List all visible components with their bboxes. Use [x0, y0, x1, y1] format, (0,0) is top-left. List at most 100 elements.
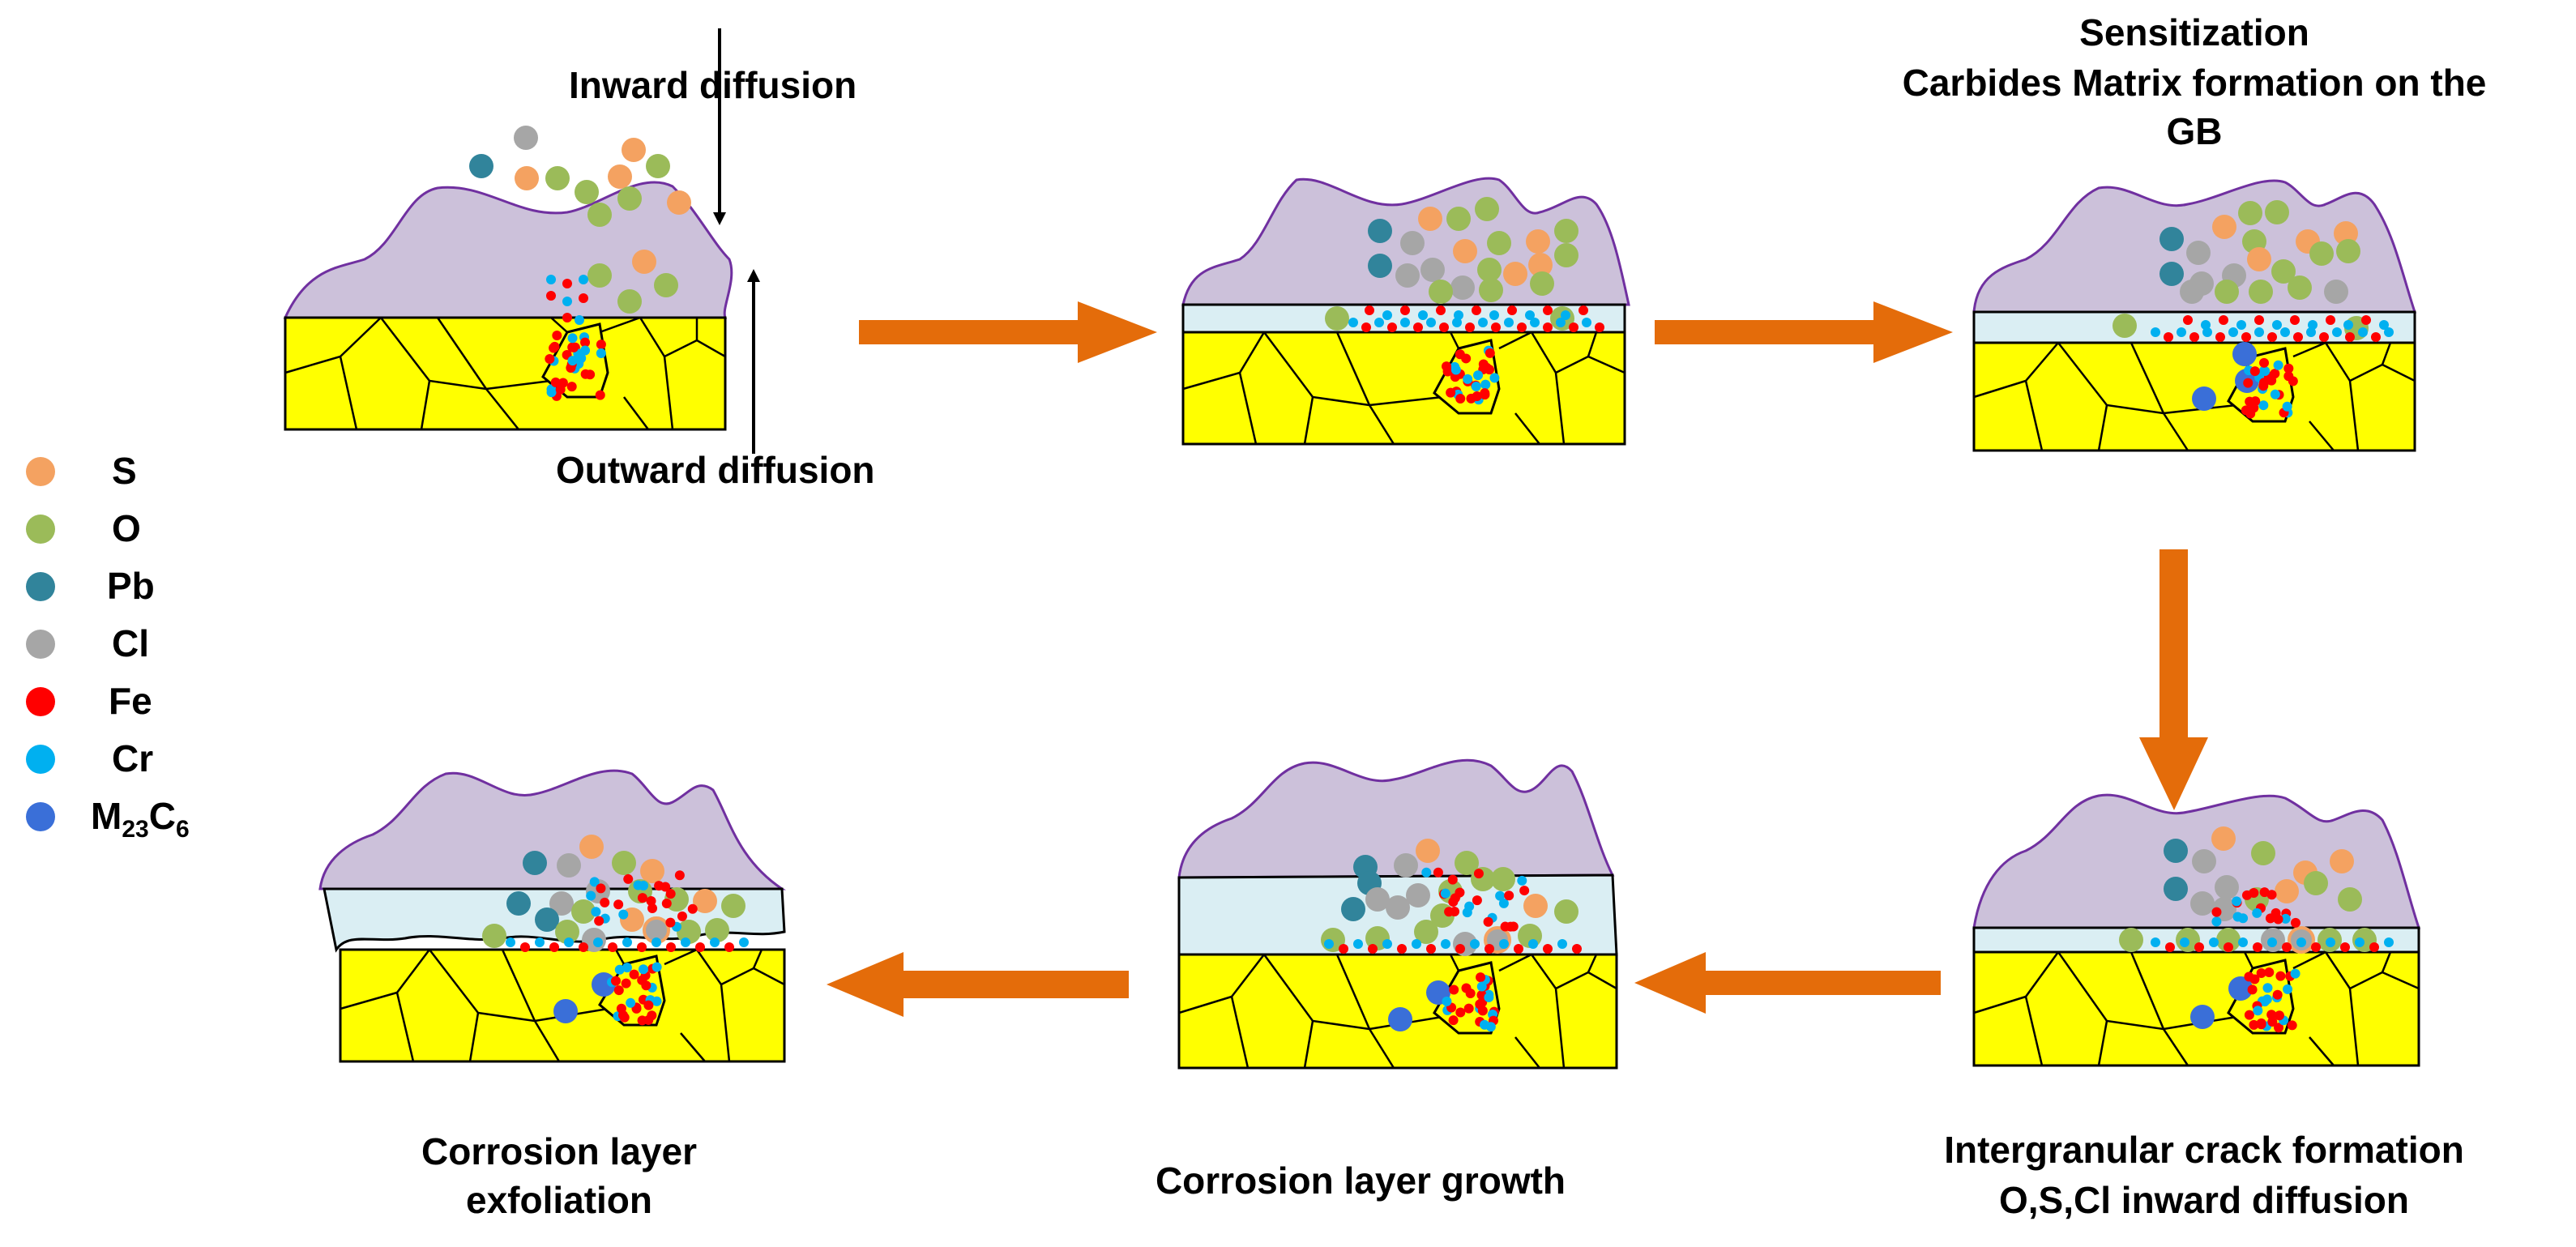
o-particle [617, 186, 642, 211]
fe-particle [1436, 305, 1446, 315]
cl-particle [2186, 241, 2211, 265]
cl-particle [2215, 875, 2239, 899]
cr-particle [2273, 360, 2283, 370]
cr-particle [2267, 937, 2277, 947]
fe-particle [2282, 942, 2292, 952]
legend-fe-label: Fe [109, 680, 152, 722]
o-particle [2336, 239, 2360, 263]
legend-m23c6-m: M [91, 795, 122, 837]
cr-particle [2258, 400, 2269, 411]
cl-particle [1450, 275, 1475, 300]
label-exfoliation-line1: Corrosion layer [421, 1130, 697, 1172]
legend-fe-swatch [26, 687, 55, 716]
fe-particle [1572, 944, 1582, 954]
legend-item-pb: Pb [26, 565, 155, 607]
fe-particle [1426, 944, 1436, 954]
fe-particle [2264, 967, 2275, 978]
fe-particle [1446, 387, 1456, 398]
o-particle [571, 899, 596, 924]
fe-particle [2165, 942, 2175, 952]
fe-particle [579, 942, 588, 952]
fe-particle [1483, 916, 1493, 927]
cr-particle [2379, 320, 2389, 330]
cr-particle [2238, 913, 2249, 924]
fe-particle [1397, 944, 1407, 954]
cl-particle [514, 126, 538, 150]
m23c6-particle [2190, 1005, 2215, 1029]
o-particle [1325, 306, 1349, 331]
fe-particle [2271, 907, 2281, 918]
fe-particle [1461, 353, 1472, 364]
fe-particle [549, 942, 559, 952]
fe-particle [579, 293, 588, 303]
fe-particle [665, 889, 676, 899]
cl-particle [2180, 280, 2204, 304]
label-inward-diffusion: Inward diffusion [569, 64, 857, 106]
cr-particle [2282, 401, 2292, 412]
cl-particle [1406, 883, 1430, 907]
fe-particle [1569, 322, 1578, 332]
pb-particle [2159, 262, 2184, 286]
fe-particle [566, 382, 577, 392]
fe-particle [1413, 322, 1423, 332]
fe-particle [1463, 1003, 1474, 1014]
cl-particle [1395, 263, 1420, 288]
cr-particle [2262, 983, 2273, 993]
cr-particle [2201, 320, 2211, 330]
s-particle [2334, 221, 2358, 246]
fe-particle [545, 353, 555, 364]
cr-particle [1489, 310, 1499, 320]
fe-particle [1478, 359, 1489, 369]
fe-particle [2183, 315, 2193, 325]
cr-particle [1353, 939, 1363, 949]
m23c6-particle [2228, 976, 2253, 1001]
legend-pb-swatch [26, 572, 55, 601]
fe-particle [1472, 895, 1482, 906]
label-exfoliation: Corrosion layer exfoliation [421, 1130, 697, 1221]
fe-particle [596, 340, 606, 350]
fe-particle [2266, 375, 2277, 386]
pb-particle [1368, 254, 1392, 278]
label-exfoliation-line2: exfoliation [466, 1179, 652, 1221]
pb-particle [506, 891, 531, 916]
legend-m23c6-sub2: 6 [176, 816, 190, 843]
fe-particle [637, 893, 647, 903]
o-particle [654, 273, 678, 297]
fe-particle [1361, 322, 1371, 332]
cr-particle [2355, 937, 2365, 947]
fe-particle [1504, 890, 1514, 901]
fe-particle [568, 342, 579, 352]
cr-particle [1485, 1022, 1496, 1032]
cr-particle [1473, 370, 1484, 381]
fe-particle [2219, 315, 2228, 325]
cr-particle [562, 297, 572, 306]
cr-particle [2270, 389, 2280, 399]
fe-particle [608, 942, 617, 952]
fe-particle [2254, 315, 2264, 325]
cr-particle [2252, 907, 2262, 918]
fe-particle [661, 898, 672, 908]
cr-particle [651, 937, 661, 947]
cr-particle [1495, 890, 1506, 901]
fe-particle [546, 291, 556, 301]
oxide-layer [1972, 310, 2416, 344]
legend-item-m23c6: M23C6 [26, 795, 190, 843]
cr-particle [2236, 320, 2246, 330]
fe-particle [613, 899, 624, 910]
o-particle [1429, 280, 1453, 304]
cr-particle [618, 909, 629, 920]
cr-particle [622, 963, 632, 973]
fe-particle [1485, 348, 1495, 358]
cr-particle [1374, 318, 1384, 327]
fe-particle [555, 384, 566, 395]
fe-particle [2290, 315, 2300, 325]
label-sensitization-line2: Carbides Matrix formation on the [1903, 62, 2487, 104]
fe-particle [613, 985, 624, 996]
cr-particle [1441, 939, 1450, 949]
fe-particle [646, 896, 656, 907]
legend-s-swatch [26, 457, 55, 486]
cr-particle [1421, 867, 1432, 878]
fe-particle [520, 942, 530, 952]
legend-cr-label: Cr [112, 737, 153, 779]
fe-particle [596, 883, 606, 894]
